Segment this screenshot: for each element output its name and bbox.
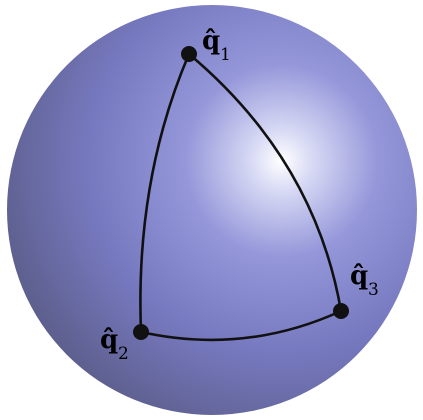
- vertex-dot-q3: [333, 303, 349, 319]
- vertex-label-q2: q̂ 2: [100, 325, 129, 364]
- edge-q1-q3: [187, 52, 343, 313]
- vertex-label-q1: q̂ 1: [202, 26, 231, 65]
- vertex-label-q3: q̂ 3: [350, 261, 379, 300]
- label-q3-subscript: 3: [368, 280, 379, 300]
- label-q2-subscript: 2: [118, 344, 129, 364]
- sphere: [7, 5, 417, 415]
- label-q1-letter: q̂: [202, 26, 220, 56]
- vertex-dot-q1: [181, 46, 197, 62]
- label-q1-subscript: 1: [220, 45, 231, 65]
- label-q2-letter: q̂: [100, 325, 118, 355]
- vertex-dot-q2: [133, 324, 149, 340]
- vertex-dots: [133, 46, 349, 340]
- spherical-triangle: [139, 52, 343, 342]
- label-q3-letter: q̂: [350, 261, 368, 291]
- edge-q1-q2: [139, 52, 191, 334]
- edge-q2-q3: [139, 309, 343, 342]
